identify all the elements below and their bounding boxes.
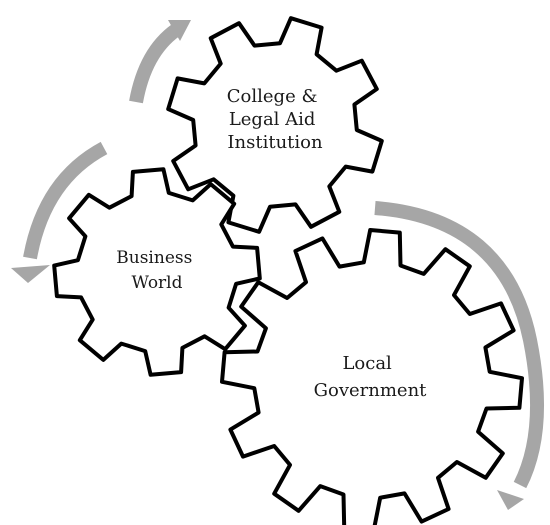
government-label-line-2: Government (314, 380, 428, 401)
arrow-to-business (23, 141, 108, 260)
gear-business (52, 167, 262, 377)
college-label-line-3: Institution (227, 132, 323, 153)
business-label: Business World (116, 248, 197, 293)
college-label-line-2: Legal Aid (229, 109, 316, 130)
business-label-line-1: Business (116, 248, 192, 268)
arrowhead-business (11, 265, 50, 283)
gears (52, 16, 524, 525)
business-label-line-2: World (132, 273, 183, 293)
gear-labels: College & Legal Aid Institution Business… (116, 86, 427, 401)
arrowhead-top (168, 20, 191, 41)
arrow-to-government (374, 201, 545, 489)
college-label-line-1: College & (227, 86, 318, 107)
government-label-line-1: Local (342, 353, 392, 374)
gear-government (220, 228, 524, 525)
college-label: College & Legal Aid Institution (227, 86, 323, 153)
arrows (11, 20, 545, 510)
gear-college (166, 16, 384, 234)
government-label: Local Government (314, 353, 428, 401)
arrowhead-government (497, 490, 524, 510)
arrow-college-to-top (129, 24, 181, 104)
